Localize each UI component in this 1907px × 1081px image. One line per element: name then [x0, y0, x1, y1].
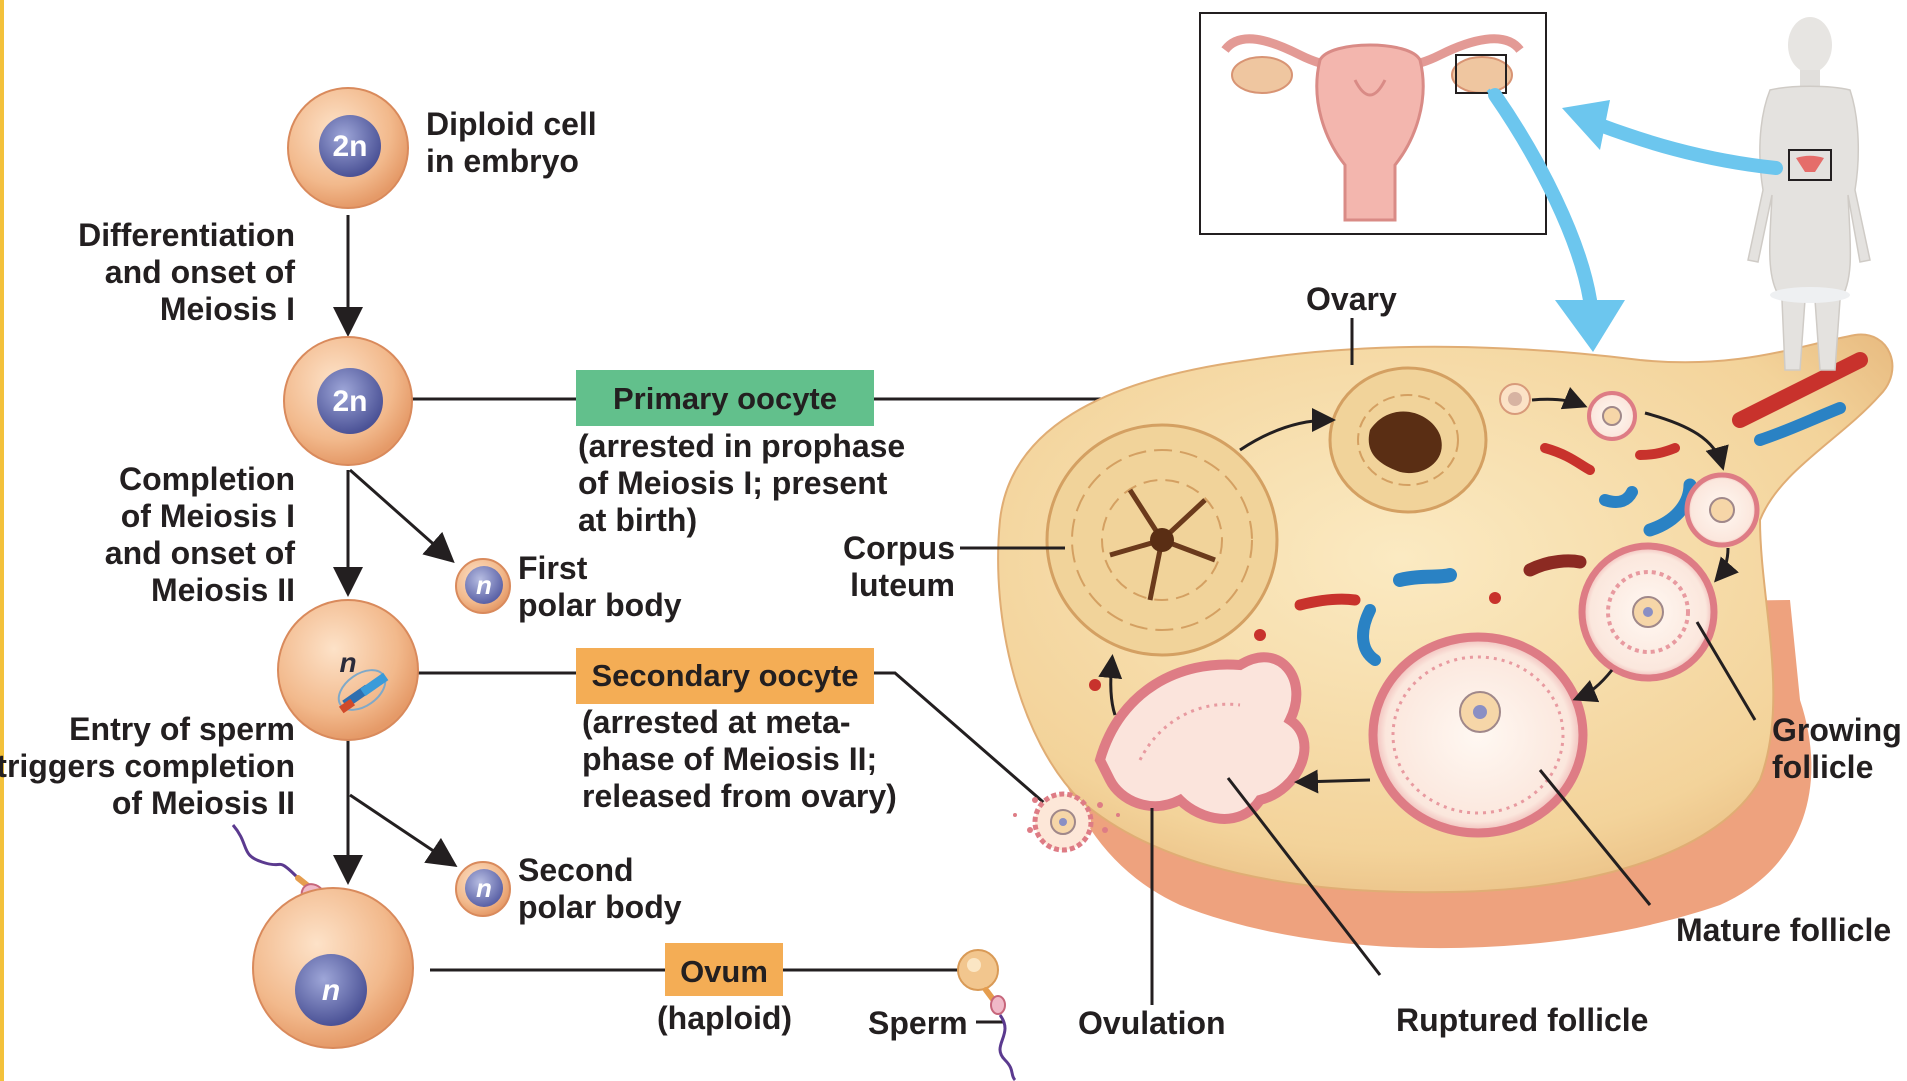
- second-polar-body-ploidy: n: [476, 873, 492, 903]
- uterus-inset: [1200, 13, 1546, 234]
- page-edge-line: [0, 0, 4, 1081]
- primary-oocyte-ploidy: 2n: [332, 385, 367, 418]
- ovulation-label: Ovulation: [1078, 1005, 1226, 1042]
- small-follicle-2: [1687, 475, 1757, 545]
- ovum-label: Ovum: [680, 954, 768, 989]
- secondary-oocyte-box: Secondary oocyte: [576, 648, 874, 704]
- diploid-cell-label: Diploid cell in embryo: [426, 106, 597, 180]
- completion-meiosis-one-label: Completion of Meiosis I and onset of Mei…: [105, 461, 295, 609]
- diploid-cell: 2n: [288, 88, 408, 208]
- ovum-note: (haploid): [657, 1000, 792, 1037]
- differentiation-label: Differentiation and onset of Meiosis I: [78, 217, 295, 328]
- ovary-label: Ovary: [1306, 281, 1397, 318]
- secondary-oocyte-ploidy: n: [339, 647, 356, 678]
- corpus-albicans-structure: [1330, 368, 1486, 512]
- growing-follicle-structure: [1582, 546, 1714, 678]
- first-polar-body-label: First polar body: [518, 550, 682, 624]
- ovum-ploidy: n: [322, 974, 340, 1007]
- growing-follicle-label: Growing follicle: [1772, 712, 1902, 786]
- ruptured-follicle-label: Ruptured follicle: [1396, 1002, 1648, 1039]
- primary-oocyte-label: Primary oocyte: [613, 381, 837, 416]
- first-polar-body-cell: n: [456, 559, 510, 613]
- second-polar-body-cell: n: [456, 862, 510, 916]
- sperm-label: Sperm: [868, 1005, 968, 1042]
- arrow-to-first-polar-body: [350, 470, 448, 557]
- female-body-icon: [1748, 17, 1870, 370]
- second-polar-body-label: Second polar body: [518, 852, 682, 926]
- ovum-box: Ovum: [665, 943, 783, 996]
- primordial-follicle: [1500, 384, 1530, 414]
- corpus-luteum-structure: [1047, 425, 1277, 655]
- secondary-oocyte-label: Secondary oocyte: [591, 658, 858, 693]
- mature-follicle-structure: [1373, 637, 1583, 833]
- secondary-oocyte-cell: n: [278, 600, 418, 740]
- ovum-cell: n: [253, 888, 413, 1048]
- corpus-luteum-label: Corpus luteum: [843, 530, 955, 604]
- secondary-oocyte-note: (arrested at meta- phase of Meiosis II; …: [582, 704, 897, 815]
- entry-of-sperm-label: Entry of sperm triggers completion of Me…: [0, 711, 295, 822]
- mature-follicle-label: Mature follicle: [1676, 912, 1891, 949]
- primary-oocyte-note: (arrested in prophase of Meiosis I; pres…: [578, 428, 905, 539]
- small-follicle-1: [1589, 393, 1635, 439]
- ovary-illustration: [998, 335, 1892, 949]
- arrow-to-second-polar-body: [350, 795, 450, 862]
- first-polar-body-ploidy: n: [476, 570, 492, 600]
- diploid-cell-ploidy: 2n: [332, 130, 367, 163]
- primary-oocyte-box: Primary oocyte: [576, 370, 874, 426]
- primary-oocyte-cell: 2n: [284, 337, 412, 465]
